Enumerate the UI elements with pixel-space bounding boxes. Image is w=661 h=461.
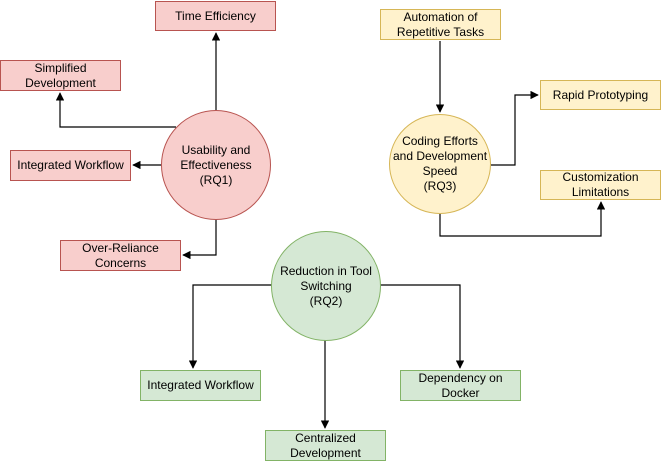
edge-rq1-to-over-reliance <box>182 220 217 260</box>
rq2-center[interactable]: Reduction in Tool Switching (RQ2) <box>271 231 381 341</box>
customization-limitations[interactable]: Customization Limitations <box>540 170 661 200</box>
dependency-on-docker[interactable]: Dependency on Docker <box>400 370 521 401</box>
rq3-center[interactable]: Coding Efforts and Development Speed (RQ… <box>389 114 491 214</box>
integrated-workflow-rq1[interactable]: Integrated Workflow <box>10 150 131 181</box>
edge-rq3-to-customization <box>439 201 606 237</box>
edge-rq3-to-rapid-prototyping <box>491 90 539 166</box>
rq1-center[interactable]: Usability and Effectiveness (RQ1) <box>161 110 271 220</box>
simplified-development[interactable]: Simplified Development <box>0 60 121 91</box>
rapid-prototyping[interactable]: Rapid Prototyping <box>540 80 661 110</box>
centralized-development[interactable]: Centralized Development <box>265 430 386 461</box>
edge-rq2-to-docker <box>380 284 465 369</box>
integrated-workflow-rq2[interactable]: Integrated Workflow <box>140 370 261 401</box>
time-efficiency[interactable]: Time Efficiency <box>155 1 276 31</box>
edge-rq1-to-simplified-development <box>55 92 176 128</box>
over-reliance-concerns[interactable]: Over-Reliance Concerns <box>60 240 181 271</box>
edge-rq2-to-integrated-workflow <box>188 284 272 369</box>
automation-of-repetitive-tasks[interactable]: Automation of Repetitive Tasks <box>380 9 501 40</box>
